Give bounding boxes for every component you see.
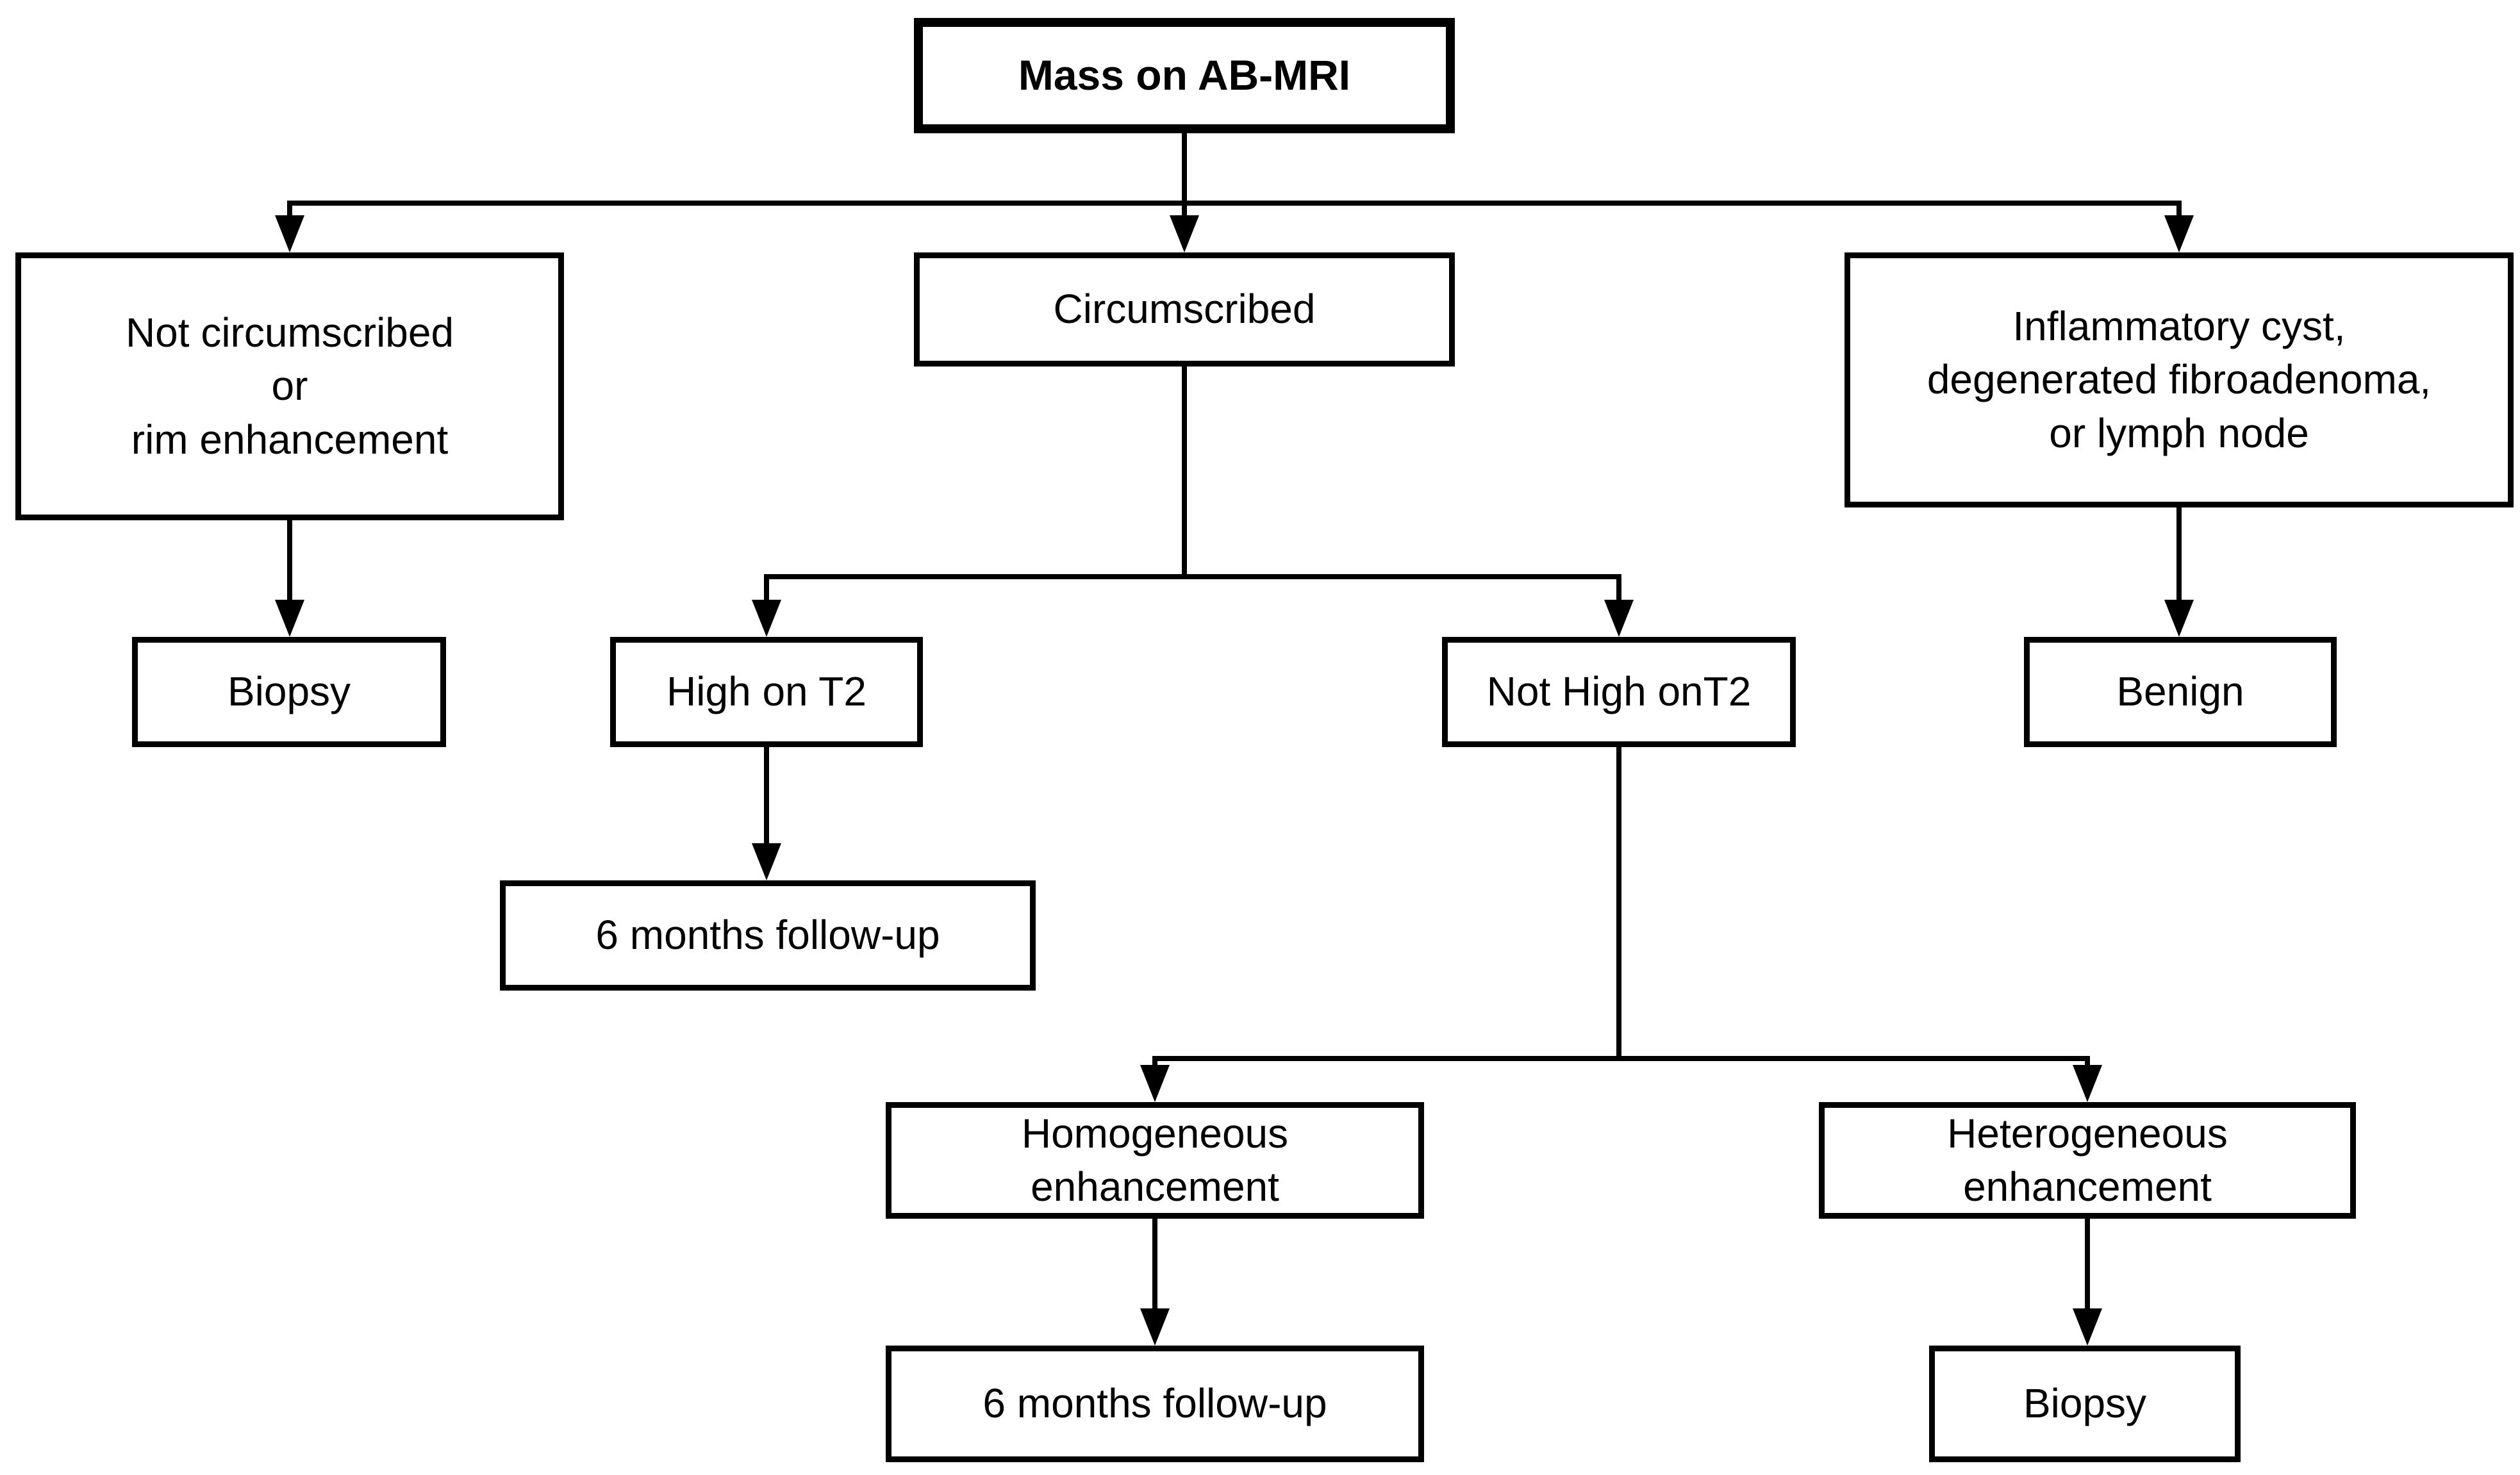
arrowhead-to-biopsy-left — [275, 600, 304, 637]
arrowhead-to-circumscribed — [1170, 215, 1199, 252]
edge-nothight2-to-enhancement-rail — [1152, 745, 2090, 1067]
node-6-months-followup-t2: 6 months follow-up — [500, 880, 1036, 991]
node-high-on-t2: High on T2 — [610, 637, 923, 747]
node-inflammatory-cyst: Inflammatory cyst, degenerated fibroaden… — [1844, 252, 2514, 507]
node-biopsy-right: Biopsy — [1929, 1346, 2241, 1462]
node-6-months-followup-homog: 6 months follow-up — [886, 1346, 1424, 1462]
arrowhead-to-hight2 — [752, 600, 781, 637]
arrowhead-to-notcircumscribed — [275, 215, 304, 252]
arrowhead-to-followup-hight2 — [752, 843, 781, 880]
arrowhead-to-biopsy-right — [2073, 1308, 2102, 1346]
node-homogeneous-enhancement: Homogeneous enhancement — [886, 1102, 1424, 1219]
arrowhead-to-followup-homog — [1140, 1308, 1170, 1346]
node-not-circumscribed: Not circumscribed or rim enhancement — [15, 252, 564, 520]
edge-circumscribed-to-t2-rail — [764, 364, 1621, 602]
node-benign: Benign — [2024, 637, 2337, 747]
edge-root-to-branch-rail — [287, 129, 2182, 219]
node-biopsy-left: Biopsy — [132, 637, 446, 747]
arrowhead-to-heterogeneous — [2073, 1065, 2102, 1102]
node-circumscribed: Circumscribed — [914, 252, 1455, 367]
arrowhead-to-nothight2 — [1604, 600, 1634, 637]
node-heterogeneous-enhancement: Heterogeneous enhancement — [1819, 1102, 2356, 1219]
arrowhead-to-homogeneous — [1140, 1065, 1170, 1102]
node-not-high-on-t2: Not High onT2 — [1442, 637, 1796, 747]
arrowhead-to-benign — [2164, 600, 2194, 637]
node-mass-on-ab-mri: Mass on AB-MRI — [914, 18, 1455, 133]
arrowhead-to-benign-entities — [2164, 215, 2194, 252]
